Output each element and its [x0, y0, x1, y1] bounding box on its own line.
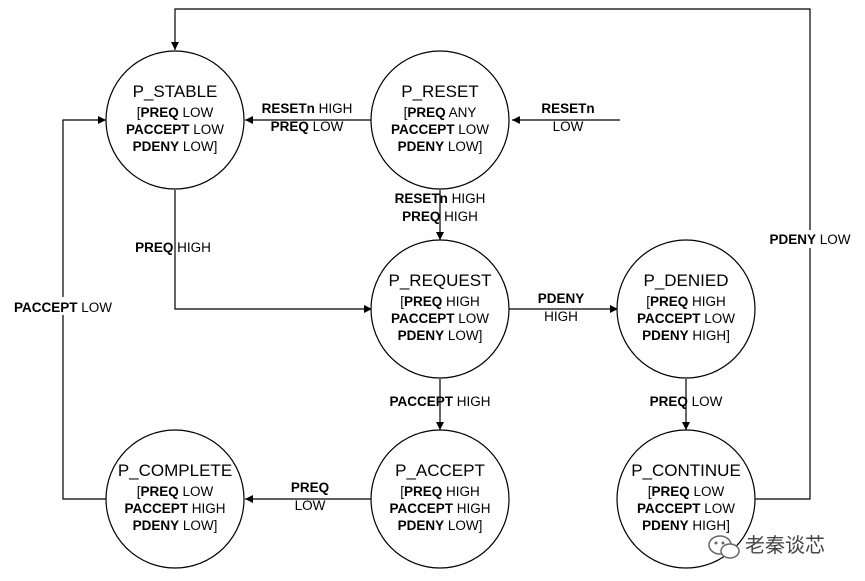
- state-p-denied: P_DENIED [PREQ HIGH PACCEPT LOW PDENY HI…: [616, 239, 756, 379]
- label-accept-to-complete: PREQ LOW: [291, 480, 329, 513]
- state-name: P_CONTINUE: [631, 461, 741, 480]
- edge-label-line: PREQ HIGH: [402, 209, 478, 224]
- edge-label-line: LOW: [295, 498, 326, 513]
- label-stable-to-request: PREQ HIGH: [135, 240, 211, 255]
- state-line-paccept: PACCEPT LOW: [391, 122, 489, 137]
- label-request-to-denied: PDENY HIGH: [538, 291, 585, 324]
- edge-label-line: PREQ: [291, 480, 329, 495]
- state-line-pdeny: PDENY LOW]: [398, 518, 483, 533]
- label-background: [765, 230, 857, 248]
- edge-label-line: PACCEPT LOW: [14, 300, 112, 315]
- continue-to-stable-arrow: [171, 8, 811, 500]
- state-name: P_STABLE: [133, 82, 218, 101]
- state-p-continue: P_CONTINUE [PREQ LOW PACCEPT LOW PDENY H…: [616, 429, 756, 569]
- label-denied-to-continue: PREQ LOW: [650, 394, 723, 409]
- state-p-reset: P_RESET [PREQ ANY PACCEPT LOW PDENY LOW]: [370, 50, 510, 190]
- state-line-pdeny: PDENY LOW]: [133, 139, 218, 154]
- state-circle: [105, 429, 245, 569]
- edge-label-line: LOW: [553, 119, 584, 134]
- edge-label-line: PDENY LOW: [769, 232, 850, 247]
- edge-label-line: PACCEPT HIGH: [389, 394, 490, 409]
- state-line-preq: [PREQ HIGH: [400, 294, 480, 309]
- watermark-text: 老秦谈芯: [745, 533, 825, 557]
- state-line-preq: [PREQ HIGH: [400, 484, 480, 499]
- state-line-preq: [PREQ LOW: [648, 484, 725, 499]
- edge-label-line: HIGH: [544, 309, 578, 324]
- state-line-preq: [PREQ LOW: [137, 484, 214, 499]
- label-continue-to-stable: PDENY LOW: [765, 230, 857, 248]
- state-line-preq: [PREQ HIGH: [646, 294, 726, 309]
- state-line-paccept: PACCEPT LOW: [126, 122, 224, 137]
- state-line-pdeny: PDENY LOW]: [133, 518, 218, 533]
- state-line-paccept: PACCEPT LOW: [637, 311, 735, 326]
- state-line-paccept: PACCEPT LOW: [391, 311, 489, 326]
- label-request-to-accept: PACCEPT HIGH: [389, 394, 490, 409]
- state-p-request: P_REQUEST [PREQ HIGH PACCEPT LOW PDENY L…: [370, 239, 510, 379]
- state-line-pdeny: PDENY HIGH]: [642, 328, 730, 343]
- label-background: [9, 297, 117, 315]
- state-name: P_COMPLETE: [118, 461, 232, 480]
- label-reset-to-request: RESETn HIGH PREQ HIGH: [395, 191, 486, 224]
- state-line-pdeny: PDENY LOW]: [398, 328, 483, 343]
- state-p-accept: P_ACCEPT [PREQ HIGH PACCEPT HIGH PDENY L…: [370, 429, 510, 569]
- edge-label-line: RESETn HIGH: [395, 191, 486, 206]
- edge-label-line: RESETn: [541, 101, 594, 116]
- state-circle: [370, 50, 510, 190]
- state-name: P_REQUEST: [389, 271, 492, 290]
- state-name: P_ACCEPT: [395, 461, 485, 480]
- state-line-paccept: PACCEPT HIGH: [389, 501, 490, 516]
- state-line-paccept: PACCEPT HIGH: [124, 501, 225, 516]
- state-line-paccept: PACCEPT LOW: [637, 501, 735, 516]
- state-name: P_RESET: [401, 82, 478, 101]
- watermark: 老秦谈芯: [708, 533, 825, 559]
- stable-to-request-arrow: [174, 190, 372, 313]
- state-line-pdeny: PDENY LOW]: [398, 139, 483, 154]
- state-circle: [616, 429, 756, 569]
- label-complete-to-stable: PACCEPT LOW: [9, 297, 117, 315]
- edge-label-line: RESETn HIGH: [262, 101, 353, 116]
- wechat-icon: [708, 535, 740, 559]
- edge-label-line: PREQ LOW: [650, 394, 723, 409]
- state-p-stable: P_STABLE [PREQ LOW PACCEPT LOW PDENY LOW…: [105, 50, 245, 190]
- state-circle: [616, 239, 756, 379]
- state-line-preq: [PREQ LOW: [137, 105, 214, 120]
- state-circle: [370, 429, 510, 569]
- label-reset-to-stable: RESETn HIGH PREQ LOW: [262, 101, 353, 134]
- state-line-pdeny: PDENY HIGH]: [642, 518, 730, 533]
- edge-label-line: PREQ HIGH: [135, 240, 211, 255]
- label-reset-entry: RESETn LOW: [541, 101, 594, 134]
- edge-label-line: PDENY: [538, 291, 585, 306]
- state-name: P_DENIED: [643, 271, 728, 290]
- edge-label-line: PREQ LOW: [271, 119, 344, 134]
- state-circle: [105, 50, 245, 190]
- state-line-preq: [PREQ ANY: [404, 105, 477, 120]
- state-circle: [370, 239, 510, 379]
- state-p-complete: P_COMPLETE [PREQ LOW PACCEPT HIGH PDENY …: [105, 429, 245, 569]
